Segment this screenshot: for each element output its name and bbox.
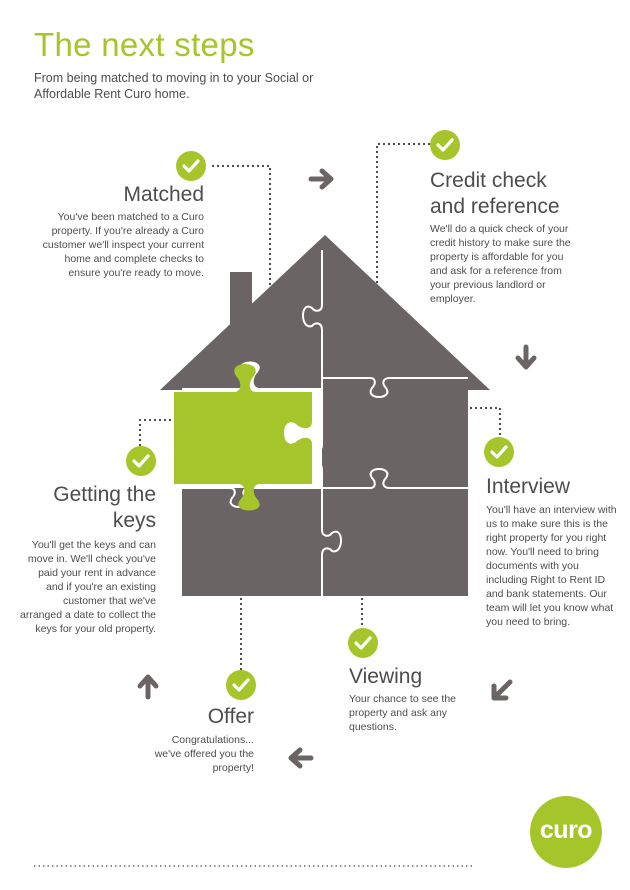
step-title-viewing: Viewing [349,665,423,688]
connector-keys [139,419,175,446]
check-circle-icon [348,628,378,658]
page-subtitle: From being matched to moving in to your … [34,71,314,101]
step-offer: Offer Congratulations... we've offered y… [150,704,254,775]
green-puzzle-piece [174,364,312,511]
connector-credit [376,143,430,320]
step-title-keys-2: keys [112,509,156,532]
step-keys: Getting the keys You'll get the keys and… [20,482,156,636]
step-text-offer: Congratulations... we've offered you the… [154,734,254,774]
step-title-keys-1: Getting the [53,483,156,506]
step-text-interview: You'll have an interview with us to make… [486,504,617,628]
page-title: The next steps [34,26,255,63]
step-title-offer: Offer [207,705,254,728]
arrow-down-left-icon [491,679,513,701]
curo-logo-text: curo [539,816,593,844]
step-title-interview: Interview [486,475,571,498]
check-circle-icon [484,437,514,467]
check-circle-icon [126,446,156,476]
step-interview: Interview You'll have an interview with … [486,474,622,629]
step-viewing: Viewing Your chance to see the property … [349,664,479,734]
check-circle-icon [226,670,256,700]
connector-interview [465,407,501,438]
curo-logo: curo [530,796,602,868]
step-title-matched: Matched [123,183,204,206]
arrow-left-icon [288,747,314,769]
house-puzzle-illustration [160,235,490,596]
check-circle-icon [430,130,460,160]
step-title-credit-2: and reference [430,195,560,218]
check-circle-icon [176,151,206,181]
step-text-viewing: Your chance to see the property and ask … [349,693,457,733]
arrow-right-icon [308,168,334,190]
step-matched: Matched You've been matched to a Curo pr… [40,182,204,280]
step-credit: Credit check and reference We'll do a qu… [430,168,580,306]
arrow-up-icon [137,674,159,700]
step-text-credit: We'll do a quick check of your credit hi… [430,223,571,305]
arrow-down-icon [515,344,537,370]
step-text-matched: You've been matched to a Curo property. … [42,211,204,279]
step-text-keys: You'll get the keys and can move in. We'… [20,539,157,635]
step-title-credit-1: Credit check [430,169,547,192]
